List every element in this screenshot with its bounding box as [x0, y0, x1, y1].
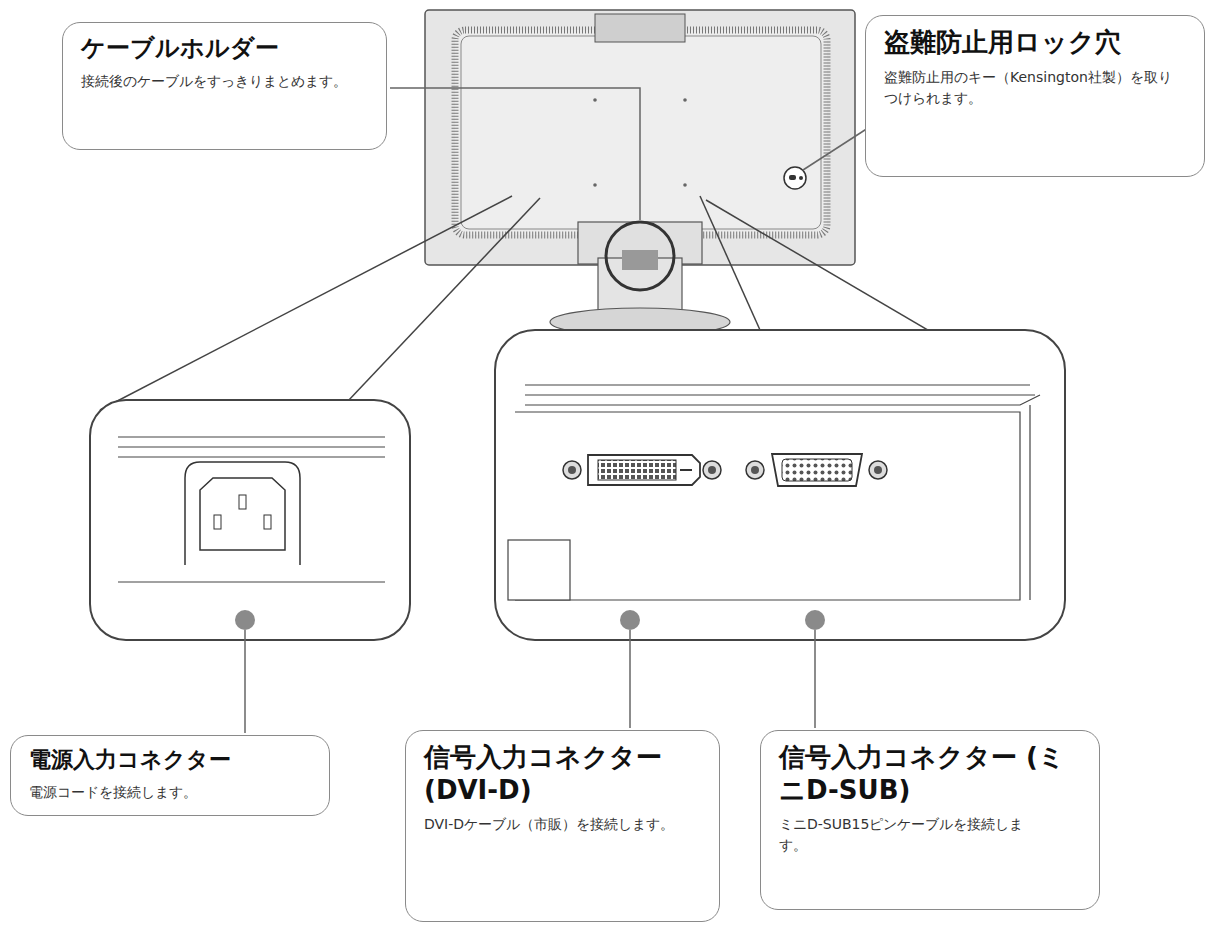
callout-description: ミニD-SUB15ピンケーブルを接続します。: [779, 814, 1049, 856]
callout-description: 盗難防止用のキー（Kensington社製）を取りつけられます。: [884, 67, 1174, 109]
callout-box: ケーブルホルダー接続後のケーブルをすっきりまとめます。: [62, 22, 387, 150]
callout-dot: [805, 610, 825, 630]
vga-port: [772, 454, 862, 486]
leader-line: [390, 88, 640, 220]
callout-description: DVI-Dケーブル（市販）を接続します。: [424, 814, 694, 835]
cable-holder: [622, 250, 658, 270]
leader-line: [803, 128, 868, 170]
callout-description: 電源コードを接続します。: [29, 782, 313, 803]
vent-border: [455, 30, 827, 235]
power-connector: [185, 462, 300, 565]
callout-dot: [620, 610, 640, 630]
callout-heading: 電源入力コネクター: [29, 746, 313, 774]
callout-box: 盗難防止用ロック穴盗難防止用のキー（Kensington社製）を取りつけられます…: [865, 15, 1205, 177]
callout-box: 信号入力コネクター (ミニD-SUB) ミニD-SUB15ピンケーブルを接続します…: [760, 730, 1100, 910]
callout-heading: 信号入力コネクター (ミニD-SUB): [779, 741, 1083, 806]
callout-description: 接続後のケーブルをすっきりまとめます。: [81, 71, 351, 92]
callout-heading: ケーブルホルダー: [81, 33, 370, 63]
callout-box: 電源入力コネクター電源コードを接続します。: [10, 735, 330, 816]
dvi-port: [588, 455, 700, 485]
callout-box: 信号入力コネクター (DVI-D) DVI-Dケーブル（市販）を接続します。: [405, 730, 720, 922]
back-panel: [461, 36, 821, 229]
zoom-bubble: [495, 330, 1065, 640]
lock-hole: [784, 167, 806, 189]
handle: [595, 14, 685, 42]
callout-dot: [235, 610, 255, 630]
cable-holder-ring: [606, 222, 674, 290]
zoom-bubble: [90, 400, 410, 640]
callout-heading: 信号入力コネクター (DVI-D): [424, 741, 703, 806]
callout-heading: 盗難防止用ロック穴: [884, 26, 1188, 59]
